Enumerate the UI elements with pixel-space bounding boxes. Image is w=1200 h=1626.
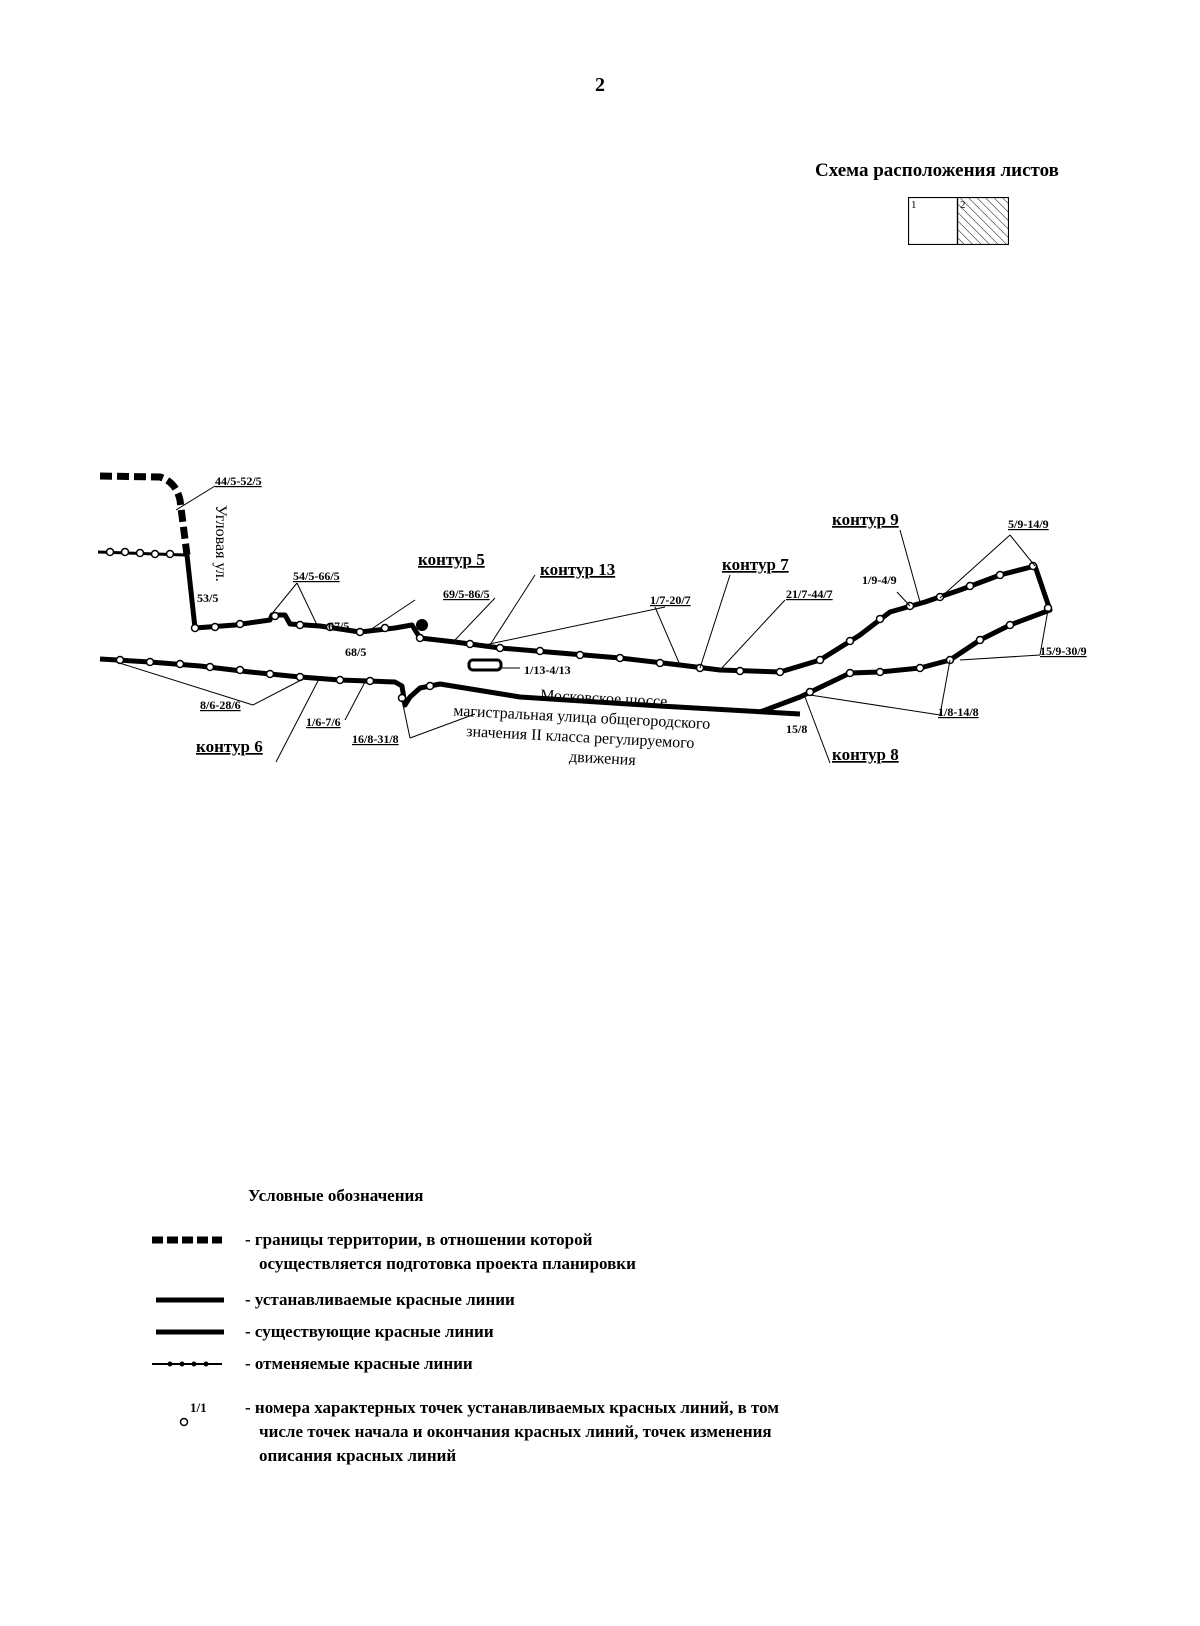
cancelled-red-line-segment (97, 547, 186, 559)
existing-red-line-symbol (156, 1329, 224, 1335)
sheet-layout-diagram: 1 2 (908, 197, 1009, 245)
legend-text-line: - номера характерных точек устанавливаем… (245, 1398, 779, 1417)
point-label-1-8-14-8: 1/8-14/8 (938, 705, 979, 719)
scheme-title: Схема расположения листов (815, 160, 1059, 181)
leader-lines (109, 485, 1049, 764)
territory-boundary (99, 472, 191, 556)
line-contour-8-bottom (99, 656, 801, 717)
contour-7-label: контур 7 (722, 555, 789, 574)
legend-title: Условные обозначения (248, 1186, 424, 1205)
filled-point (416, 619, 428, 631)
contour-6-label: контур 6 (196, 737, 263, 756)
point-label-21-7-44-7: 21/7-44/7 (786, 587, 833, 601)
established-red-line-symbol (156, 1297, 224, 1303)
contour-5-label: контур 5 (418, 550, 485, 569)
legend-text-line: - отменяемые красные линии (245, 1354, 473, 1373)
point-label-44-52-5: 44/5-52/5 (215, 474, 262, 488)
sheet-2-cell-current (956, 197, 1009, 245)
point-label-54-66-5: 54/5-66/5 (293, 569, 340, 583)
legend-text-line: - устанавливаемые красные линии (245, 1290, 515, 1309)
contour-9-label: контур 9 (832, 510, 899, 529)
street-label-uglovaya: Угловая ул. (212, 505, 229, 582)
line-contour-5 (184, 554, 456, 645)
point-label-1-7-20-7: 1/7-20/7 (650, 593, 691, 607)
point-number-symbol: 1/1 (179, 1400, 207, 1427)
point-label-1-6-7-6: 1/6-7/6 (306, 715, 341, 729)
map-drawing: контур 5 контур 13 контур 7 контур 9 кон… (97, 472, 1087, 770)
characteristic-points (115, 561, 1053, 703)
contour-13-label: контур 13 (540, 560, 615, 579)
territory-boundary-symbol (152, 1236, 222, 1244)
point-label-8-6-28-6: 8/6-28/6 (200, 698, 241, 712)
legend-text-line: числе точек начала и окончания красных л… (259, 1422, 772, 1441)
sheet-1-cell (908, 197, 959, 245)
point-label-15-8: 15/8 (786, 722, 807, 736)
legend-text-line: описания красных линий (259, 1446, 457, 1465)
red-lines-map: контур 5 контур 13 контур 7 контур 9 кон… (0, 460, 1200, 780)
point-label-67-5: 67/5 (328, 619, 349, 633)
point-label-1-9-4-9: 1/9-4/9 (862, 573, 897, 587)
page-number: 2 (595, 74, 605, 96)
legend-text-line: осуществляется подготовка проекта планир… (259, 1254, 636, 1273)
svg-text:Московское шоссе: Московское шоссе (540, 687, 668, 711)
point-label-53-5: 53/5 (197, 591, 218, 605)
cancelled-red-line-symbol (152, 1361, 222, 1367)
legend-text-line: - границы территории, в отношении которо… (245, 1230, 593, 1249)
contour-13-shape (467, 658, 503, 672)
point-number-sample: 1/1 (190, 1400, 207, 1415)
point-label-15-9-30-9: 15/9-30/9 (1040, 644, 1087, 658)
svg-text:движения: движения (569, 749, 637, 770)
legend-text-line: - существующие красные линии (245, 1322, 494, 1341)
point-label-5-9-14-9: 5/9-14/9 (1008, 517, 1049, 531)
point-label-68-5: 68/5 (345, 645, 366, 659)
sheet-2-label: 2 (960, 199, 966, 211)
street-label-moskovskoe: Московское шоссе магистральная улица общ… (453, 687, 711, 770)
sheet-1-label: 1 (911, 199, 917, 211)
point-label-16-8-31-8: 16/8-31/8 (352, 732, 399, 746)
contour-8-label: контур 8 (832, 745, 899, 764)
point-label-69-86-5: 69/5-86/5 (443, 587, 490, 601)
point-label-1-13-4-13: 1/13-4/13 (524, 663, 571, 677)
